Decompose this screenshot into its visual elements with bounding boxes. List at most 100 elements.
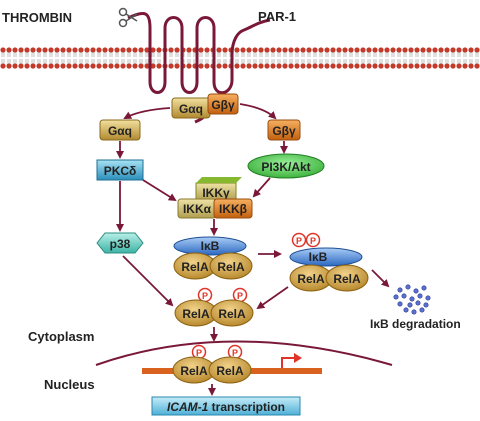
lipid-head: [198, 47, 204, 53]
lipid-tail: [319, 52, 323, 57]
par1-label: PAR-1: [258, 9, 296, 24]
lipid-tail: [337, 59, 341, 64]
ikb-fragment: [417, 293, 423, 299]
lipid-tail: [265, 59, 269, 64]
rela-left-1-label: RelA: [181, 260, 209, 274]
ikka-label: IKKα: [183, 202, 212, 216]
lipid-head: [462, 63, 468, 69]
lipid-head: [444, 63, 450, 69]
lipid-head: [66, 47, 72, 53]
lipid-tail: [85, 52, 89, 57]
lipid-head: [96, 63, 102, 69]
ikb-fragment: [425, 295, 431, 301]
lipid-tail: [43, 52, 47, 57]
lipid-head: [42, 47, 48, 53]
lipid-head: [468, 63, 474, 69]
lipid-head: [0, 63, 6, 69]
ikb-fragment: [403, 307, 409, 313]
lipid-head: [264, 63, 270, 69]
lipid-tail: [235, 52, 239, 57]
lipid-head: [378, 47, 384, 53]
lipid-head: [414, 47, 420, 53]
lipid-head: [102, 47, 108, 53]
lipid-tail: [397, 52, 401, 57]
lipid-head: [48, 47, 54, 53]
lipid-tail: [151, 59, 155, 64]
lipid-head: [234, 47, 240, 53]
arrow-pkcd-to-ikk: [142, 179, 177, 202]
lipid-head: [54, 47, 60, 53]
lipid-tail: [217, 52, 221, 57]
lipid-tail: [379, 59, 383, 64]
lipid-head: [330, 47, 336, 53]
lipid-head: [72, 63, 78, 69]
lipid-tail: [427, 52, 431, 57]
lipid-tail: [1, 52, 5, 57]
lipid-head: [18, 63, 24, 69]
lipid-head: [450, 47, 456, 53]
lipid-tail: [139, 59, 143, 64]
lipid-tail: [109, 52, 113, 57]
lipid-tail: [259, 52, 263, 57]
lipid-head: [6, 47, 12, 53]
lipid-head: [324, 47, 330, 53]
lipid-tail: [145, 59, 149, 64]
lipid-head: [216, 63, 222, 69]
lipid-tail: [13, 52, 17, 57]
lipid-head: [402, 63, 408, 69]
arrow-p38-to-rela: [122, 255, 174, 307]
lipid-tail: [331, 59, 335, 64]
lipid-head: [450, 63, 456, 69]
lipid-tail: [253, 52, 257, 57]
lipid-tail: [55, 59, 59, 64]
lipid-head: [84, 47, 90, 53]
gaq-label: Gαq: [179, 102, 203, 116]
lipid-tail: [289, 52, 293, 57]
lipid-tail: [307, 59, 311, 64]
lipid-tail: [241, 52, 245, 57]
lipid-head: [318, 63, 324, 69]
ikb-fragment: [407, 302, 413, 308]
rela-right-1-label: RelA: [297, 272, 325, 286]
ikb-right-label: IκB: [309, 250, 328, 264]
lipid-tail: [391, 59, 395, 64]
rela-cyto-1-label: RelA: [182, 307, 210, 321]
lipid-head: [132, 47, 138, 53]
transcription-word: transcription: [208, 400, 285, 414]
lipid-tail: [277, 52, 281, 57]
lipid-head: [30, 47, 36, 53]
lipid-head: [414, 63, 420, 69]
rela-right-2-label: RelA: [333, 272, 361, 286]
lipid-tail: [265, 52, 269, 57]
lipid-head: [426, 47, 432, 53]
lipid-tail: [415, 52, 419, 57]
lipid-head: [204, 63, 210, 69]
lipid-head: [150, 47, 156, 53]
lipid-head: [288, 63, 294, 69]
lipid-tail: [217, 59, 221, 64]
lipid-head: [366, 63, 372, 69]
lipid-head: [66, 63, 72, 69]
lipid-tail: [13, 59, 17, 64]
lipid-head: [456, 47, 462, 53]
lipid-head: [222, 63, 228, 69]
arrow-pi3k-to-ikk: [252, 177, 271, 198]
lipid-tail: [223, 59, 227, 64]
lipid-head: [78, 63, 84, 69]
lipid-tail: [385, 59, 389, 64]
lipid-head: [348, 47, 354, 53]
lipid-head: [366, 47, 372, 53]
lipid-head: [234, 63, 240, 69]
lipid-tail: [151, 52, 155, 57]
lipid-tail: [421, 52, 425, 57]
lipid-head: [462, 47, 468, 53]
lipid-head: [390, 47, 396, 53]
icam1-transcription-label: ICAM-1 transcription: [167, 400, 285, 414]
rela-nuc-2: [208, 356, 252, 384]
lipid-tail: [445, 52, 449, 57]
lipid-head: [360, 63, 366, 69]
lipid-tail: [1, 59, 5, 64]
ikb-fragment: [397, 287, 403, 293]
lipid-head: [72, 47, 78, 53]
